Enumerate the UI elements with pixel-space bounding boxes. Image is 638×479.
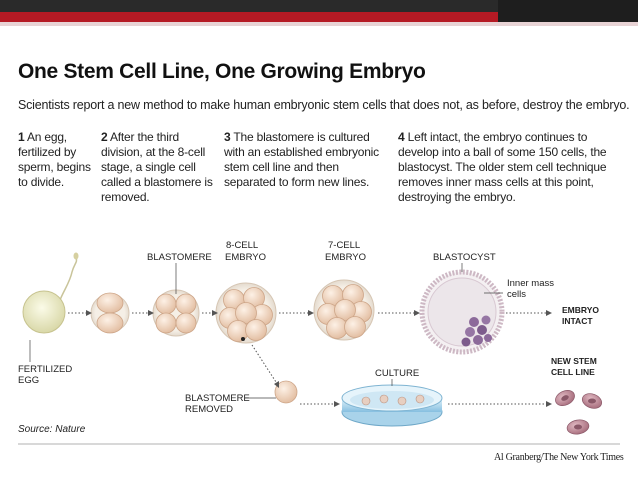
new-stem-cells-illustration xyxy=(555,390,603,435)
label-inner-mass-line2: cells xyxy=(507,289,526,300)
label-eight-cell-line1: 8-CELL xyxy=(226,240,258,251)
label-fertilized-egg-line1: FERTILIZED xyxy=(18,364,72,375)
step-4: 4 Left intact, the embryo continues to d… xyxy=(398,130,628,205)
top-banner-dark-block xyxy=(498,0,638,22)
culture-dish-illustration xyxy=(341,379,443,427)
label-new-stem-line2: CELL LINE xyxy=(551,367,595,377)
page-title: One Stem Cell Line, One Growing Embryo xyxy=(18,60,426,83)
image-credit: Al Granberg/The New York Times xyxy=(494,452,624,463)
eight-cell-embryo-illustration xyxy=(215,282,277,344)
label-embryo-intact-line2: INTACT xyxy=(562,316,593,326)
step-2: 2 After the third division, at the 8-cel… xyxy=(101,130,219,205)
removed-blastomere-illustration xyxy=(245,380,298,404)
source-note: Source: Nature xyxy=(18,424,86,435)
label-new-stem-line1: NEW STEM xyxy=(551,356,597,366)
process-arrows xyxy=(68,312,546,405)
page-subtitle: Scientists report a new method to make h… xyxy=(18,98,630,112)
label-embryo-intact-line1: EMBRYO xyxy=(562,305,599,315)
label-blastomere-removed-line2: REMOVED xyxy=(185,404,233,415)
label-blastomere-removed-line1: BLASTOMERE xyxy=(185,393,250,404)
arrow-heads xyxy=(86,310,552,407)
step-1: 1 An egg, fertilized by sperm, begins to… xyxy=(18,130,96,190)
step-2-text: After the third division, at the 8-cell … xyxy=(101,130,213,204)
step-3: 3 The blastomere is cultured with an est… xyxy=(224,130,384,190)
step-4-text: Left intact, the embryo continues to dev… xyxy=(398,130,607,204)
label-culture: CULTURE xyxy=(375,368,419,379)
fertilized-egg-illustration xyxy=(22,252,79,362)
step-1-text: An egg, fertilized by sperm, begins to d… xyxy=(18,130,91,189)
label-fertilized-egg-line2: EGG xyxy=(18,375,39,386)
banner-underline xyxy=(0,22,638,26)
top-banner-red-stripe xyxy=(0,0,498,22)
label-eight-cell-line2: EMBRYO xyxy=(225,252,266,263)
inner-mass-cells xyxy=(461,315,492,347)
step-1-number: 1 xyxy=(18,130,25,144)
label-seven-cell-line1: 7-CELL xyxy=(328,240,360,251)
top-banner xyxy=(0,0,638,22)
step-3-text: The blastomere is cultured with an estab… xyxy=(224,130,379,189)
label-seven-cell-line2: EMBRYO xyxy=(325,252,366,263)
step-4-number: 4 xyxy=(398,130,405,144)
label-inner-mass-line1: Inner mass xyxy=(507,278,554,289)
label-blastocyst: BLASTOCYST xyxy=(433,252,496,263)
step-2-number: 2 xyxy=(101,130,108,144)
step-3-number: 3 xyxy=(224,130,231,144)
label-blastomere: BLASTOMERE xyxy=(147,252,212,263)
blastomere-illustration xyxy=(152,263,200,337)
seven-cell-embryo-illustration xyxy=(313,279,375,341)
blastocyst-illustration xyxy=(419,263,505,355)
two-cell-illustration xyxy=(90,292,130,334)
